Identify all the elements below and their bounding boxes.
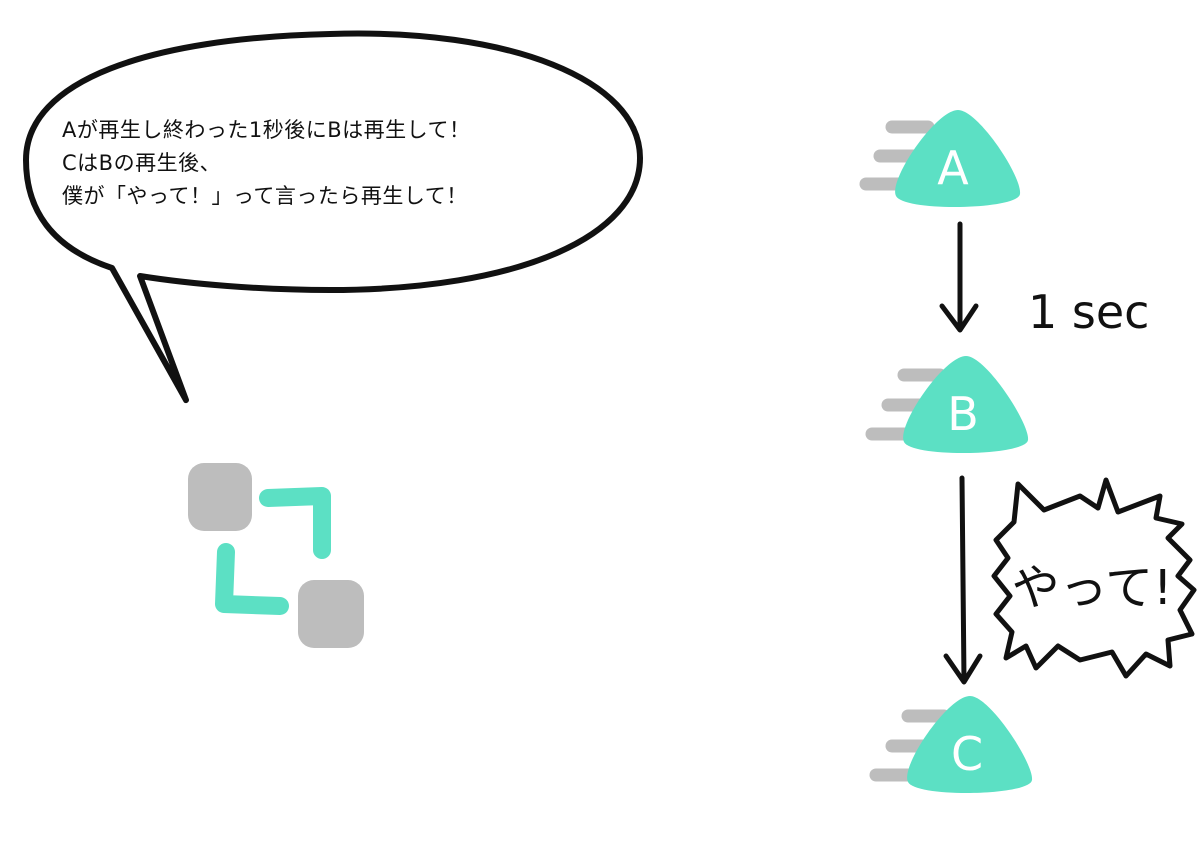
play-triangle-icon <box>907 696 1033 794</box>
shout-burst: やって! <box>991 477 1197 679</box>
arrow-a-to-b <box>939 221 979 333</box>
target-block <box>298 580 364 648</box>
speech-bubble <box>23 30 643 403</box>
play-triangle-icon <box>895 110 1021 208</box>
sequence-connector-icon <box>188 463 364 648</box>
node-c-label: C <box>951 727 983 781</box>
node-b-label: B <box>947 387 979 441</box>
connector-line-lower <box>215 543 289 615</box>
node-b: B <box>865 356 1029 454</box>
speech-line: 僕が「やって！」って言ったら再生して！ <box>62 184 468 208</box>
speech-line: CはBの再生後、 <box>62 151 222 175</box>
node-a: A <box>859 110 1021 208</box>
node-c: C <box>869 696 1033 794</box>
arrow-b-to-c <box>943 475 983 685</box>
shout-label: やって! <box>1012 560 1173 616</box>
node-a-label: A <box>937 141 969 195</box>
play-triangle-icon <box>903 356 1029 454</box>
delay-label: 1 sec <box>1028 285 1149 339</box>
source-block <box>188 463 252 531</box>
speech-line: Aが再生し終わった1秒後にBは再生して！ <box>62 118 471 142</box>
speech-text: Aが再生し終わった1秒後にBは再生して！ CはBの再生後、 僕が「やって！」って… <box>62 114 662 213</box>
connector-line-upper <box>259 487 331 559</box>
